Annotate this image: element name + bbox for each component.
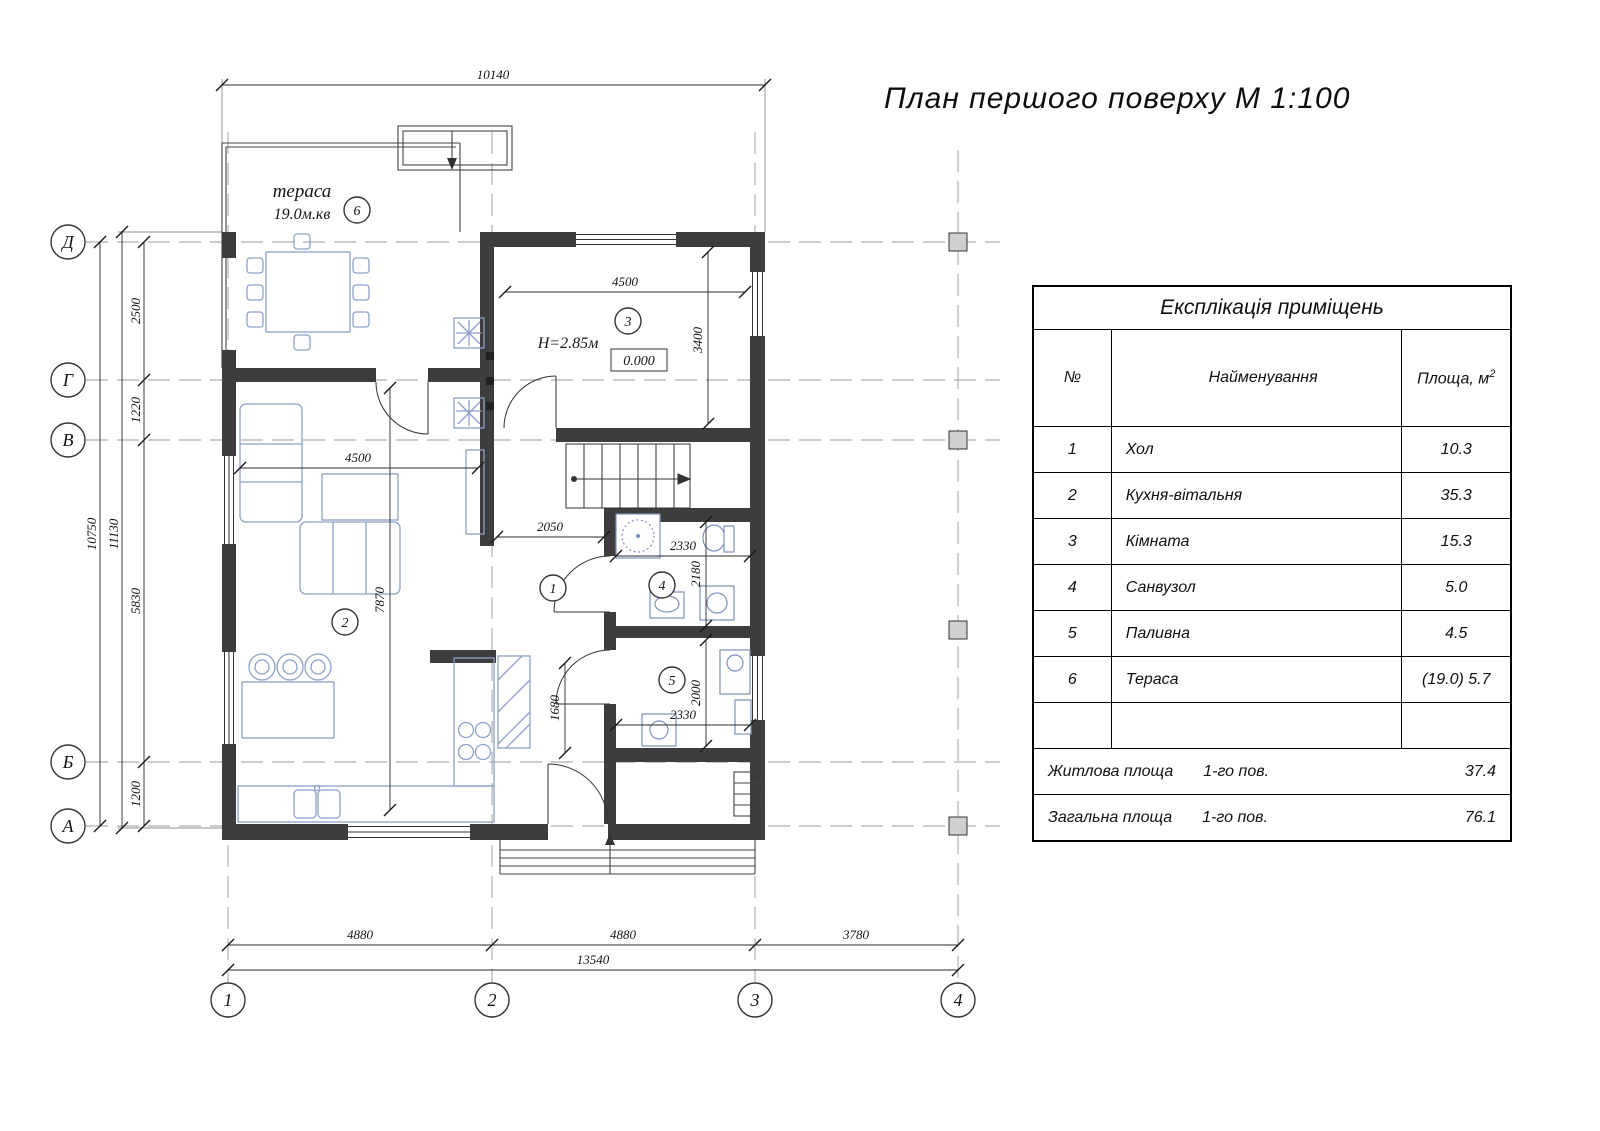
dim-bottom-total: 13540 [577, 952, 610, 967]
drawing-title: План першого поверху М 1:100 [884, 82, 1351, 115]
room-number-6: 6 [343, 196, 371, 224]
canopy-arrow [447, 158, 457, 170]
dim-bottom-3: 3780 [842, 927, 870, 942]
level-mark: 0.000 [623, 354, 655, 369]
svg-text:5: 5 [669, 674, 676, 689]
table-footer-total: Загальна площа 1-го пов. 76.1 [1032, 794, 1512, 842]
porch-arrow [605, 833, 615, 845]
footer-total-area: 76.1 [1401, 794, 1512, 842]
axis-row-b: Б [62, 752, 74, 772]
dim-kitchen-d: 1680 [547, 695, 562, 722]
dim-living-w: 4500 [345, 450, 372, 465]
room-labels: тераса 19.0м.кв H=2.85м 0.000 1 2 3 4 5 … [273, 181, 686, 694]
svg-text:6: 6 [354, 204, 361, 219]
svg-text:1: 1 [550, 582, 557, 597]
axis-col-1: 1 [224, 990, 233, 1010]
entrance-porch [499, 840, 756, 875]
svg-text:2: 2 [342, 616, 349, 631]
terrace-area-label: 19.0м.кв [274, 206, 331, 223]
table-footer-living: Житлова площа 1-го пов. 37.4 [1032, 748, 1512, 795]
dim-left-2: 1220 [128, 397, 143, 424]
explication-table: Експлікація приміщень № Найменування Пло… [1032, 285, 1512, 842]
walls [222, 232, 765, 840]
dim-living-d: 7870 [372, 587, 387, 614]
electric-panel [486, 352, 494, 410]
dim-left-4: 1200 [128, 781, 143, 808]
axis-col-3: 3 [750, 990, 760, 1010]
table-row: 5 Паливна 4.5 [1032, 610, 1512, 657]
furniture [237, 233, 531, 823]
table-row: 1 Хол 10.3 [1032, 426, 1512, 473]
doors [375, 375, 611, 825]
col-header-num: № [1032, 329, 1112, 427]
windows [222, 232, 765, 840]
col-header-name: Найменування [1110, 329, 1403, 427]
axis-row-g: Г [62, 370, 74, 390]
table-empty-row [1032, 702, 1512, 749]
dim-san-d: 2180 [688, 561, 703, 588]
axis-row-d: Д [60, 232, 75, 252]
table-row: 6 Тераса (19.0) 5.7 [1032, 656, 1512, 703]
axis-markers: Д Г В Б А 1 2 3 4 [50, 224, 976, 1018]
room-number-2: 2 [331, 608, 359, 636]
dim-left-total-b: 11130 [106, 518, 121, 549]
dimension-labels: 10140 4880 4880 3780 13540 10750 11130 2… [84, 67, 870, 967]
level-mark-box [610, 348, 668, 372]
room-number-4: 4 [648, 571, 676, 599]
dim-hall-w: 2050 [537, 519, 564, 534]
area-unit-text: Площа, м [1417, 370, 1490, 388]
dim-bottom-2: 4880 [610, 927, 637, 942]
dim-san-w: 2330 [670, 538, 697, 553]
room-number-5: 5 [658, 666, 686, 694]
ceiling-height-label: H=2.85м [537, 335, 599, 352]
stairs [565, 443, 692, 509]
area-unit-sup: 2 [1489, 367, 1496, 380]
dim-bottom-1: 4880 [347, 927, 374, 942]
dim-left-1: 2500 [128, 298, 143, 325]
dim-left-3: 5830 [128, 588, 143, 615]
room-number-1: 1 [539, 574, 567, 602]
table-row: 4 Санвузол 5.0 [1032, 564, 1512, 611]
table-row: 2 Кухня-вітальня 35.3 [1032, 472, 1512, 519]
footer-total-label: Загальна площа [1048, 808, 1173, 826]
svg-text:3: 3 [624, 315, 632, 330]
axis-col-4: 4 [954, 990, 963, 1010]
dim-room3-d: 3400 [690, 327, 705, 355]
floorplan-drawing: 10140 4880 4880 3780 13540 10750 11130 2… [50, 67, 1000, 1018]
table-title: Експлікація приміщень [1032, 285, 1512, 330]
axis-col-2: 2 [488, 990, 497, 1010]
dim-pal-d: 2000 [688, 680, 703, 707]
dim-pal-w: 2330 [670, 707, 697, 722]
table-row: 3 Кімната 15.3 [1032, 518, 1512, 565]
room-number-3: 3 [614, 307, 642, 335]
svg-text:4: 4 [659, 579, 666, 594]
side-steps [733, 771, 763, 817]
dimension-lines [93, 78, 965, 977]
dim-room3-w: 4500 [612, 274, 639, 289]
footer-living-label: Житлова площа [1048, 762, 1174, 780]
axis-row-v: В [63, 430, 74, 450]
dim-left-total-a: 10750 [84, 517, 99, 550]
footer-living-area: 37.4 [1401, 748, 1512, 795]
footer-living-suffix: 1-го пов. [1203, 762, 1270, 780]
structural-columns [948, 232, 968, 836]
sanitary-fixtures [615, 513, 752, 747]
axis-row-a: А [62, 816, 75, 836]
col-header-area: Площа, м2 [1401, 329, 1512, 427]
footer-total-suffix: 1-го пов. [1202, 808, 1268, 826]
terrace-label: тераса [273, 181, 332, 202]
dim-top: 10140 [477, 67, 510, 82]
